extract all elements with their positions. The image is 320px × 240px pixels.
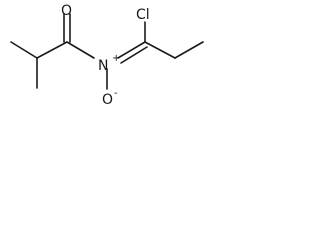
bond-isopropyl-to-carbonyl: [36, 41, 68, 59]
atom-label-carbonyl-oxygen: O: [61, 3, 72, 19]
bond-nitrogen-to-vinyl-carbon-2: [120, 46, 148, 64]
bond-methyl-upper-left: [10, 41, 38, 59]
bond-carbonyl-to-nitrogen: [66, 41, 95, 59]
atom-label-nitrogen: N: [98, 58, 108, 74]
atom-label-oxide-oxygen: O: [102, 92, 113, 108]
bond-nitrogen-to-vinyl-carbon-1: [117, 41, 146, 59]
bond-ethyl-ch2-to-ch3: [174, 41, 204, 59]
atom-label-chlorine: Cl: [136, 7, 150, 23]
bond-vinyl-to-ethyl-ch2: [144, 41, 176, 59]
nitrogen-positive-charge: +: [112, 53, 120, 64]
chemical-structure-diagram: O Cl N + O -: [10, 3, 204, 108]
oxide-negative-charge: -: [114, 88, 118, 99]
